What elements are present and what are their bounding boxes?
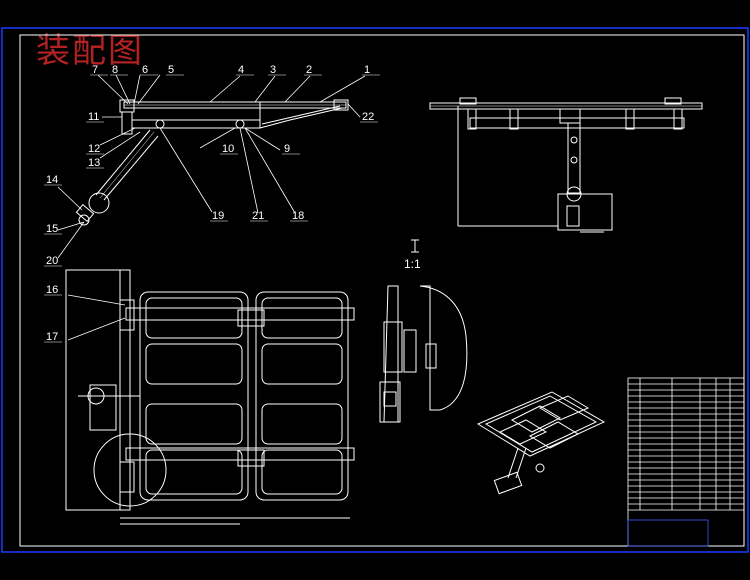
callout-16: 16	[46, 284, 58, 296]
isometric-view	[476, 391, 606, 495]
callout-14: 14	[46, 174, 58, 186]
outer-frame	[1, 27, 749, 553]
callout-17: 17	[46, 331, 58, 343]
callout-12: 12	[88, 143, 100, 155]
callout-10: 10	[222, 143, 234, 155]
scale-label: 1:1	[404, 257, 421, 271]
callout-8: 8	[112, 64, 118, 76]
callout-5: 5	[168, 64, 174, 76]
inner-frame	[19, 34, 745, 547]
callout-19: 19	[212, 210, 224, 222]
detail-view	[379, 239, 468, 423]
front-view	[429, 97, 703, 233]
callout-13: 13	[88, 157, 100, 169]
bill-of-materials-table	[627, 377, 745, 547]
callout-2: 2	[306, 64, 312, 76]
callout-4: 4	[238, 64, 244, 76]
side-elevation-view	[75, 99, 349, 226]
callout-20: 20	[46, 255, 58, 267]
callout-6: 6	[142, 64, 148, 76]
callout-3: 3	[270, 64, 276, 76]
callout-11: 11	[88, 111, 99, 123]
callout-9: 9	[284, 143, 290, 155]
callout-21: 21	[252, 210, 264, 222]
callout-1: 1	[364, 64, 370, 76]
callout-22: 22	[362, 111, 374, 123]
drawing-title: 装配图	[36, 31, 144, 71]
callout-7: 7	[92, 64, 98, 76]
title-block-box	[627, 519, 709, 547]
callout-leaders	[57, 74, 366, 341]
plan-view	[65, 269, 355, 525]
callout-18: 18	[292, 210, 304, 222]
callout-15: 15	[46, 223, 58, 235]
